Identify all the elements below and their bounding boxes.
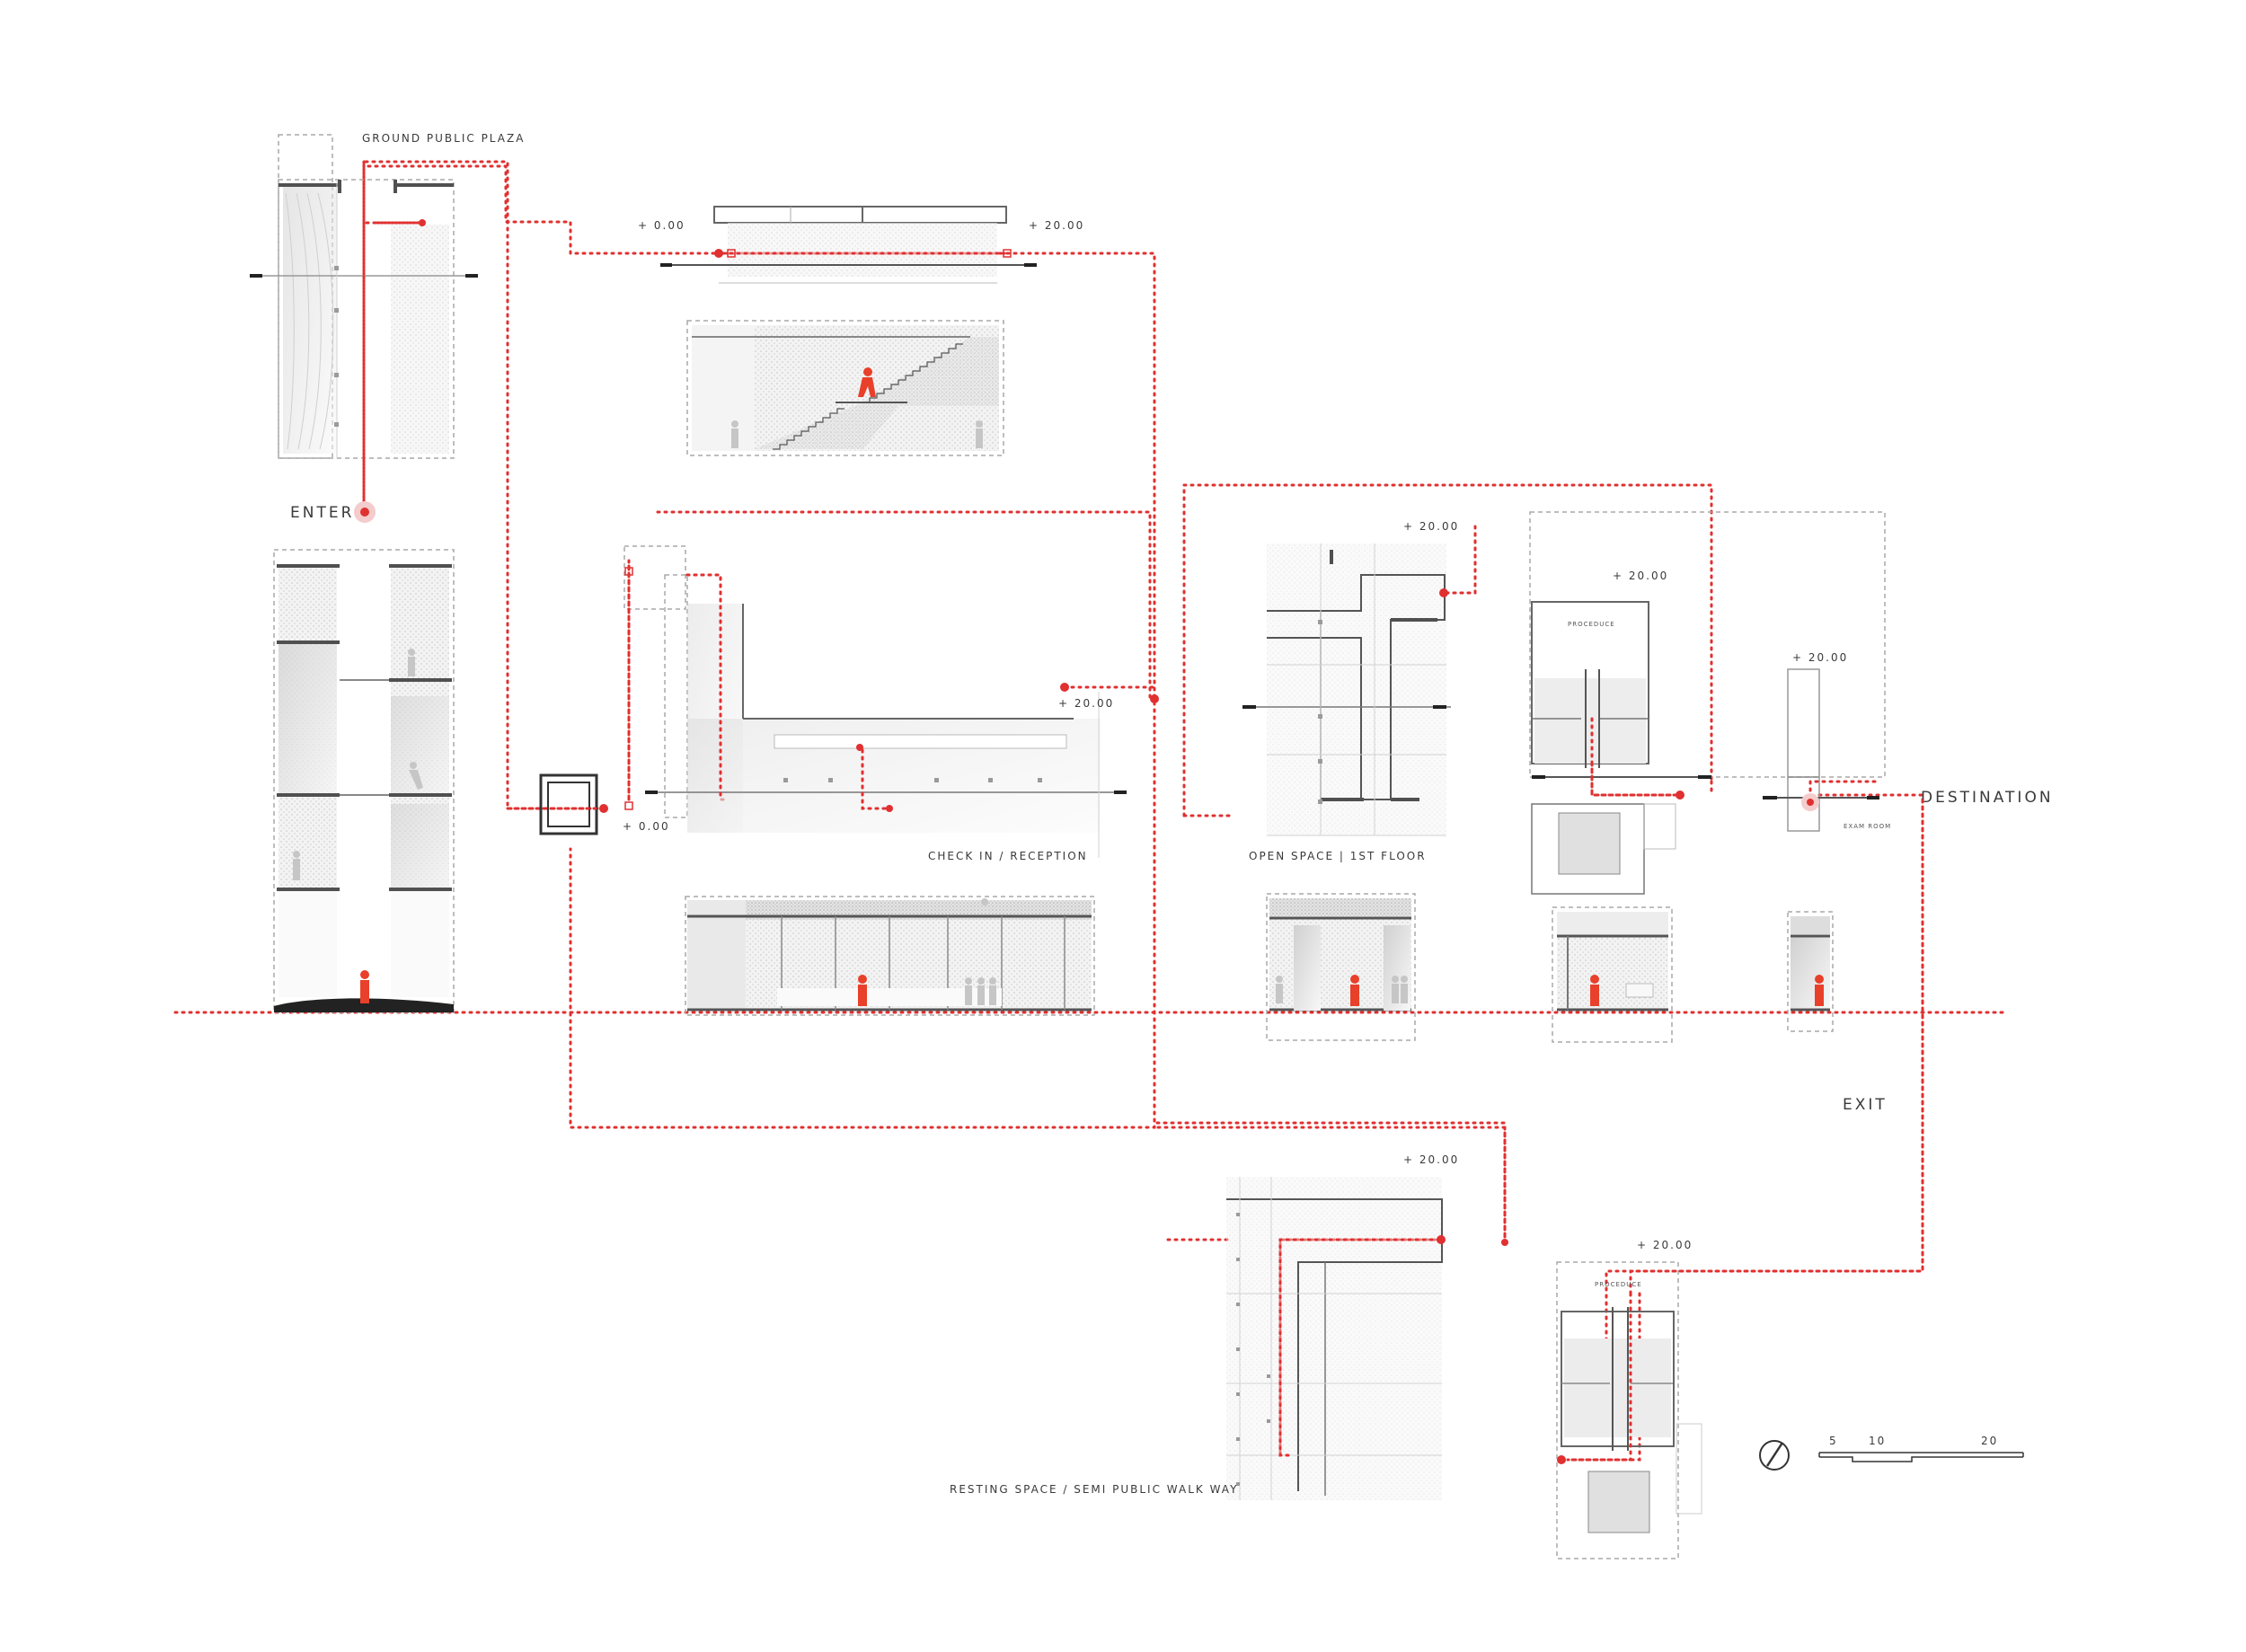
- lower-procedure-room-plan: [1556, 798, 1924, 1559]
- level-bridge-start: + 0.00: [638, 219, 685, 232]
- scale-tick-20: 20: [1981, 1435, 1998, 1447]
- tag-room-a: PROCEDUCE: [1568, 621, 1615, 628]
- tag-room-b: EXAM ROOM: [1844, 823, 1891, 830]
- scale-tick-5: 5: [1829, 1435, 1838, 1447]
- label-enter: ENTER: [290, 504, 354, 522]
- label-resting-space: RESTING SPACE / SEMI PUBLIC WALK WAY: [950, 1483, 1238, 1496]
- exam-room-section: [1787, 911, 1834, 1032]
- level-room-lower: + 20.00: [1637, 1239, 1693, 1251]
- level-room-a: + 20.00: [1613, 570, 1668, 582]
- open-space-section: [1266, 893, 1416, 1041]
- level-bridge-end: + 20.00: [1029, 219, 1084, 232]
- reception-section: [685, 896, 1095, 1016]
- procedure-room-section: [1552, 906, 1673, 1043]
- label-ground-public-plaza: GROUND PUBLIC PLAZA: [362, 132, 525, 145]
- level-room-b: + 20.00: [1792, 651, 1848, 664]
- entry-section: [273, 549, 455, 1013]
- entry-plan: [250, 134, 478, 514]
- elevator-core: [506, 773, 608, 835]
- resting-space-plan: [1153, 1126, 1508, 1500]
- bridge-plan: [660, 206, 1037, 284]
- open-space-plan: [1242, 524, 1477, 836]
- level-reception-low: + 0.00: [623, 820, 670, 833]
- exam-room-plan: [1763, 668, 1879, 832]
- level-reception-high: + 20.00: [1058, 697, 1114, 710]
- north-arrow-icon: [1759, 1440, 1790, 1471]
- tag-room-lower: PROCEDUCE: [1595, 1281, 1642, 1288]
- scale-bar: 5 10 20: [1818, 1435, 2024, 1462]
- label-open-space: OPEN SPACE | 1ST FLOOR: [1249, 850, 1427, 862]
- human-figure-icon: [360, 970, 369, 1003]
- reception-plan: [623, 545, 1159, 858]
- procedure-room-plan: [1529, 511, 1886, 895]
- level-open-space: + 20.00: [1403, 520, 1459, 533]
- scale-tick-10: 10: [1869, 1435, 1886, 1447]
- label-check-in-reception: CHECK IN / RECEPTION: [928, 850, 1088, 862]
- level-resting: + 20.00: [1403, 1153, 1459, 1166]
- stair-section: [686, 320, 1004, 456]
- location-target-icon: [1801, 793, 1819, 811]
- location-target-icon: [354, 501, 376, 523]
- label-exit: EXIT: [1843, 1096, 1888, 1114]
- label-destination: DESTINATION: [1921, 789, 2054, 807]
